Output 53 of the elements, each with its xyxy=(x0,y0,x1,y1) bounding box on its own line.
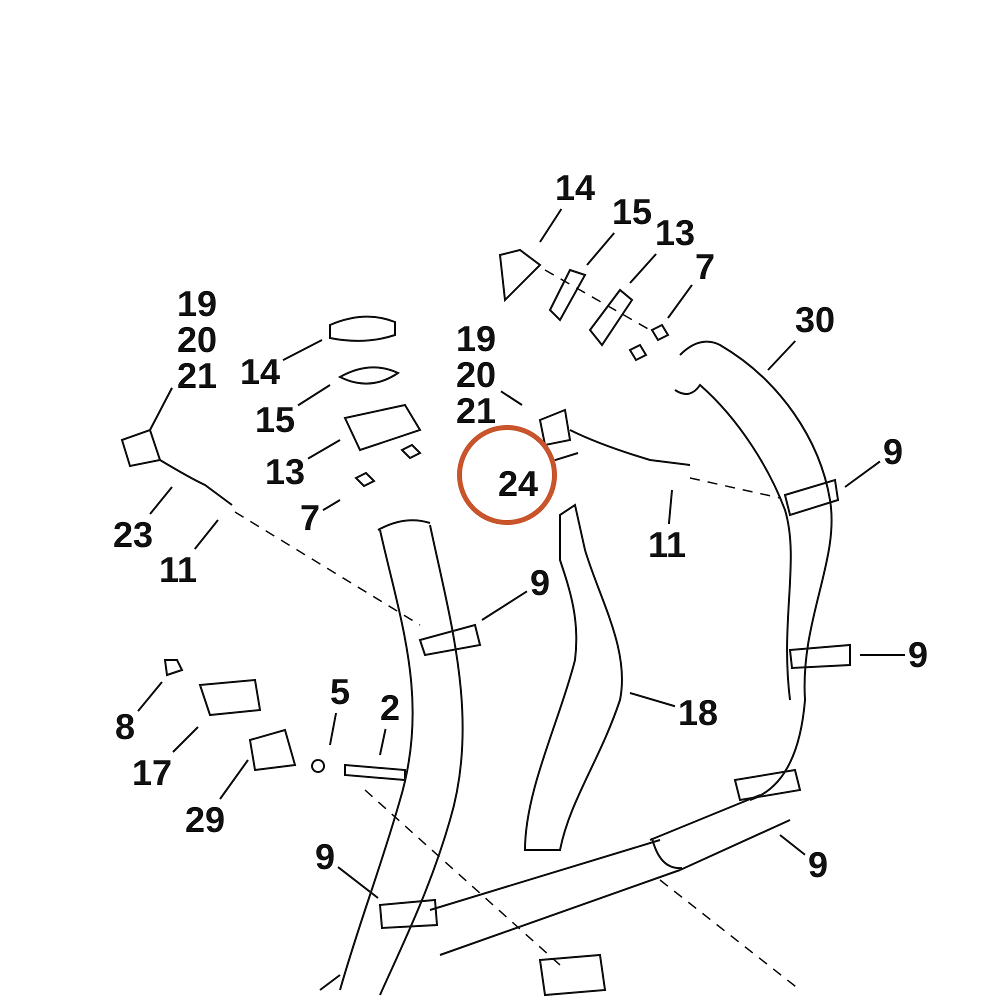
leader-line xyxy=(137,681,163,712)
callout-number: 5 xyxy=(330,674,350,710)
callout-number: 9 xyxy=(808,847,828,883)
leader-line xyxy=(379,728,386,756)
highlight-circle xyxy=(457,425,557,525)
leader-line xyxy=(149,486,173,515)
leader-line xyxy=(586,232,615,266)
callout-number: 9 xyxy=(530,565,550,601)
leader-line xyxy=(630,692,676,708)
callout-number: 11 xyxy=(158,552,198,588)
leader-line xyxy=(329,712,338,746)
leader-line xyxy=(629,253,657,284)
leader-line xyxy=(668,490,673,524)
callout-number: 30 xyxy=(794,302,836,338)
callout-number: 7 xyxy=(694,249,716,285)
leader-line xyxy=(539,208,562,243)
leader-line xyxy=(308,439,340,460)
leader-line xyxy=(297,384,331,406)
callout-number: 8 xyxy=(114,709,136,745)
callout-number: 15 xyxy=(612,194,652,230)
leader-line xyxy=(779,834,806,856)
leader-line xyxy=(282,339,322,361)
callout-number: 9 xyxy=(882,434,904,470)
callout-number: 9 xyxy=(314,839,336,875)
callout-number: 29 xyxy=(184,802,226,838)
callout-number: 13 xyxy=(654,215,696,251)
leader-line xyxy=(149,387,173,430)
callout-number: 18 xyxy=(678,695,718,731)
leader-line xyxy=(500,390,523,406)
callout-number: 2 xyxy=(380,690,400,726)
leader-line xyxy=(667,284,693,319)
callout-number: 14 xyxy=(240,354,280,390)
callout-number: 19 20 21 xyxy=(454,321,498,429)
callout-number: 7 xyxy=(300,500,320,536)
callout-number: 19 20 21 xyxy=(175,286,219,394)
callout-number: 14 xyxy=(554,170,596,206)
leader-line xyxy=(219,759,249,800)
leader-line xyxy=(337,866,379,899)
leader-line xyxy=(860,654,905,656)
leader-line xyxy=(194,519,219,550)
callout-number: 13 xyxy=(264,454,306,490)
callout-number: 23 xyxy=(112,517,154,553)
callout-number: 24 xyxy=(496,462,538,502)
leader-line xyxy=(481,590,528,621)
callout-number: 11 xyxy=(648,527,686,563)
callout-number: 9 xyxy=(908,637,928,673)
callout-number: 17 xyxy=(132,755,172,791)
leader-line xyxy=(554,452,578,462)
leader-line xyxy=(844,460,881,488)
leader-line xyxy=(767,340,796,371)
callout-number: 15 xyxy=(254,402,296,438)
leader-line xyxy=(172,726,199,753)
leader-line xyxy=(322,499,341,512)
